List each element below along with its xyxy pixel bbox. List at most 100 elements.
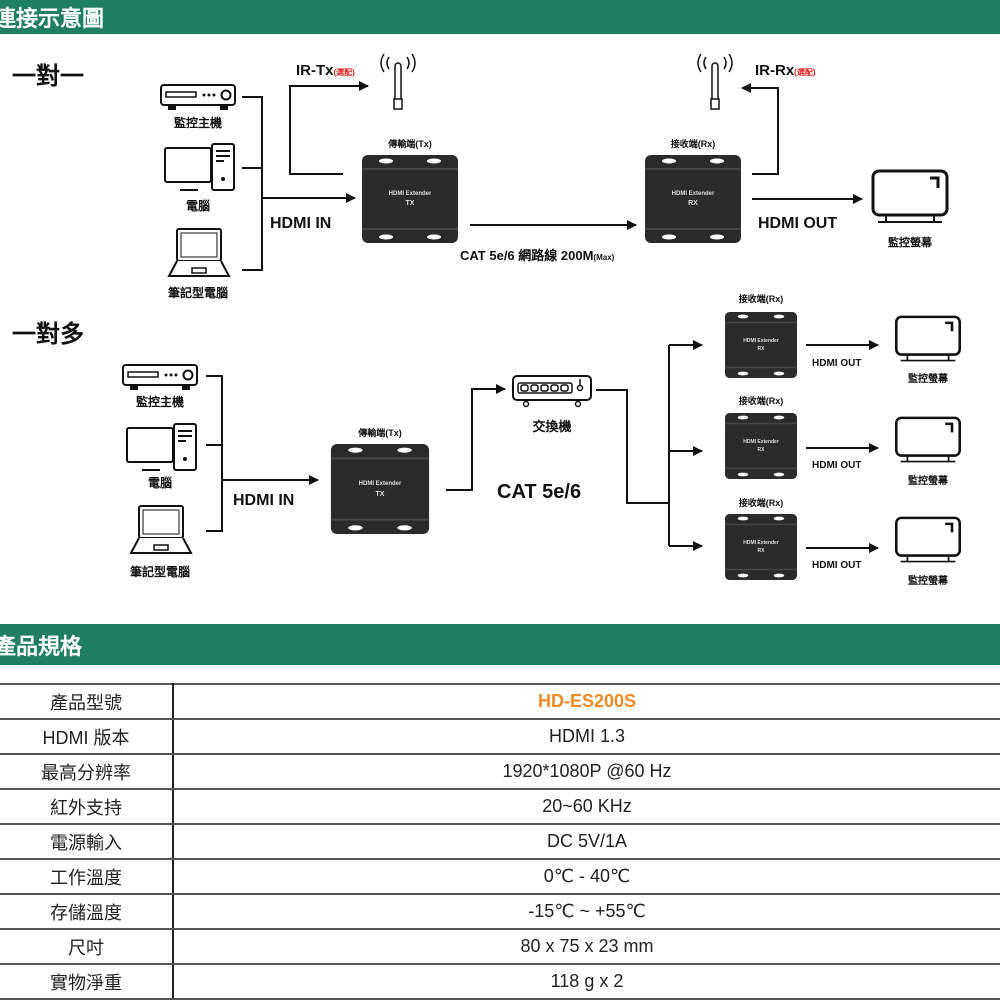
- laptop-icon: [130, 505, 192, 554]
- monitor-icon: [871, 169, 949, 224]
- source-label: 電腦: [148, 475, 172, 490]
- display-label: 監控螢幕: [908, 474, 949, 487]
- device-rx: RX: [758, 447, 766, 453]
- spec-value: 0℃ - 40℃: [173, 858, 1000, 895]
- dvr-icon: [160, 84, 236, 111]
- extender-tx-device: [362, 155, 458, 243]
- display-label: 監控螢幕: [888, 235, 933, 249]
- spec-key: HDMI 版本: [0, 718, 174, 755]
- device-name: HDMI Extender: [672, 191, 715, 197]
- antenna-icon: [697, 53, 733, 110]
- one-to-one-title: 一對一: [12, 63, 84, 90]
- ir-tx-label: IR-Tx(選配): [296, 62, 355, 79]
- spec-value: 1920*1080P @60 Hz: [173, 753, 1000, 790]
- spec-value: -15℃ ~ +55℃: [173, 893, 1000, 930]
- cable-label: CAT 5e/6 網路線 200M(Max): [460, 248, 615, 263]
- connection-diagram: 一對一 監控主機 電腦 筆記型電腦 HDMI IN IR-Tx(選配) 傳輸端(…: [12, 53, 962, 587]
- section-header-connection: 連接示意圖: [0, 0, 1000, 34]
- display-label: 監控螢幕: [908, 574, 949, 587]
- spec-key: 尺吋: [0, 928, 174, 965]
- hdmi-out-label: HDMI OUT: [812, 560, 861, 571]
- section-header-specs: 產品規格: [0, 624, 1000, 665]
- device-name: HDMI Extender: [389, 191, 432, 197]
- monitor-icon: [894, 315, 962, 362]
- rx-label: 接收端(Rx): [671, 138, 716, 149]
- source-label: 監控主機: [174, 115, 222, 130]
- cable-label: CAT 5e/6: [497, 481, 581, 503]
- switch-label: 交換機: [532, 419, 571, 434]
- extender-tx-device: [330, 444, 430, 534]
- spec-key: 存儲溫度: [0, 893, 174, 930]
- device-rx: RX: [758, 548, 766, 554]
- device-name: HDMI Extender: [743, 439, 779, 445]
- section-title: 連接示意圖: [0, 6, 105, 31]
- extender-rx-device: [725, 514, 797, 580]
- monitor-icon: [894, 416, 962, 463]
- hdmi-out-label: HDMI OUT: [758, 215, 837, 232]
- device-tx: TX: [376, 491, 385, 498]
- antenna-icon: [380, 53, 416, 110]
- device-tx: TX: [406, 200, 415, 207]
- device-name: HDMI Extender: [743, 540, 779, 546]
- spec-key: 實物淨重: [0, 963, 174, 1000]
- rx-label: 接收端(Rx): [739, 293, 784, 304]
- extender-rx-device: [645, 155, 741, 243]
- rx-branch: 接收端(Rx) HDMI Extender RX HDMI OUT 監控螢幕: [725, 395, 962, 487]
- ir-tx-arrow: [289, 81, 369, 175]
- source-label: 監控主機: [136, 394, 184, 409]
- dvr-icon: [122, 364, 198, 391]
- tx-label: 傳輸端(Tx): [387, 138, 432, 149]
- switch-output-line: [596, 389, 669, 504]
- monitor-icon: [894, 516, 962, 563]
- extender-rx-device: [725, 312, 797, 378]
- rx-label: 接收端(Rx): [739, 395, 784, 406]
- laptop-icon: [168, 228, 230, 277]
- spec-key: 工作溫度: [0, 858, 174, 895]
- spec-key: 最高分辨率: [0, 753, 174, 790]
- rx-branch: 接收端(Rx) HDMI Extender RX HDMI OUT 監控螢幕: [725, 293, 962, 385]
- spec-key: 產品型號: [0, 683, 174, 720]
- tx-label: 傳輸端(Tx): [357, 427, 402, 438]
- device-name: HDMI Extender: [359, 481, 402, 487]
- one-to-many-title: 一對多: [12, 321, 84, 348]
- device-rx: RX: [758, 346, 766, 352]
- hdmi-out-label: HDMI OUT: [812, 358, 861, 369]
- spec-value: 118 g x 2: [173, 963, 1000, 1000]
- spec-value: 80 x 75 x 23 mm: [173, 928, 1000, 965]
- source-bracket: [206, 375, 223, 532]
- rx-label: 接收端(Rx): [739, 497, 784, 508]
- spec-value: DC 5V/1A: [173, 823, 1000, 860]
- section-title: 產品規格: [0, 633, 83, 659]
- spec-row: 存儲溫度-15℃ ~ +55℃: [0, 893, 1000, 930]
- model-number: HD-ES200S: [173, 683, 1000, 720]
- extender-rx-device: [725, 413, 797, 479]
- spec-value: HDMI 1.3: [173, 718, 1000, 755]
- device-name: HDMI Extender: [743, 338, 779, 344]
- spec-key: 電源輸入: [0, 823, 174, 860]
- computer-icon: [126, 423, 197, 471]
- device-rx: RX: [688, 200, 698, 207]
- ir-rx-arrow: [741, 83, 779, 175]
- hdmi-in-label: HDMI IN: [233, 492, 294, 509]
- cable-to-switch-arrow: [446, 384, 506, 491]
- source-bracket: [242, 96, 263, 271]
- display-label: 監控螢幕: [908, 372, 949, 385]
- hdmi-in-label: HDMI IN: [270, 215, 331, 232]
- source-label: 電腦: [186, 198, 210, 213]
- hdmi-out-label: HDMI OUT: [812, 460, 861, 471]
- spec-key: 紅外支持: [0, 788, 174, 825]
- source-label: 筆記型電腦: [168, 285, 228, 300]
- ir-rx-label: IR-Rx(選配): [755, 62, 816, 79]
- spec-value: 20~60 KHz: [173, 788, 1000, 825]
- computer-icon: [164, 143, 235, 191]
- switch-icon: [512, 375, 592, 408]
